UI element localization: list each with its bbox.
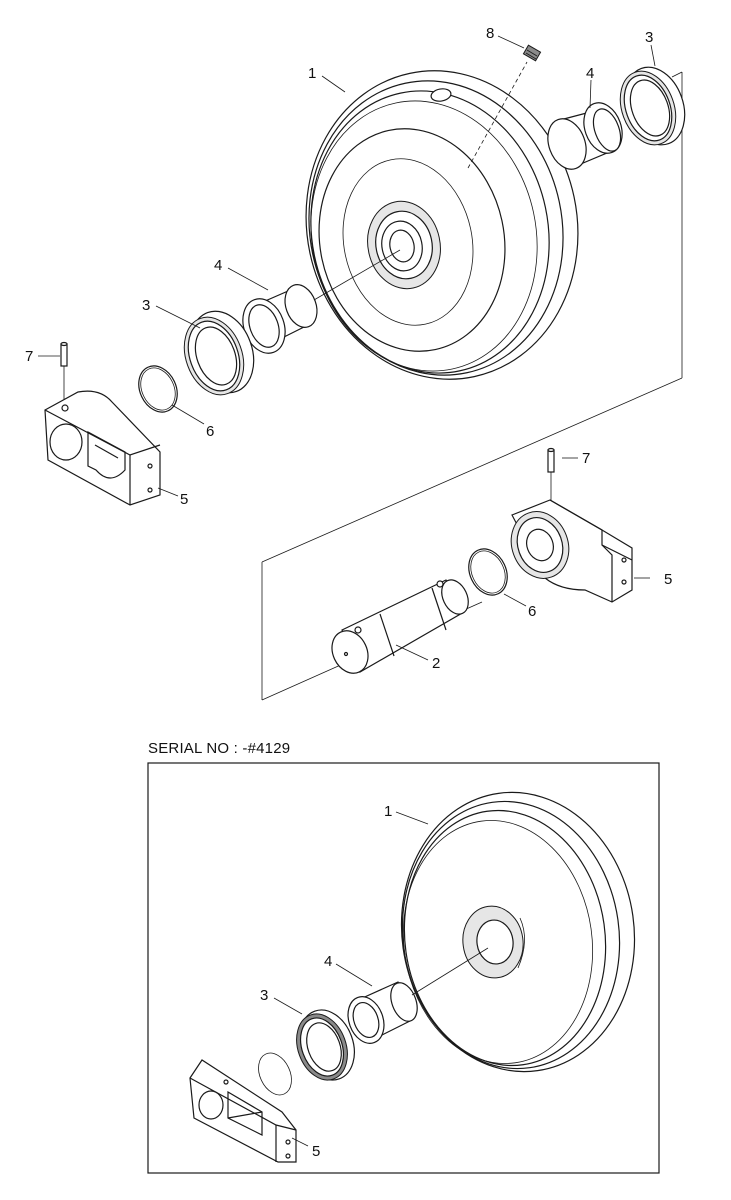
pin-right-part-7 [547, 447, 555, 473]
callout-6-right: 6 [528, 603, 536, 620]
bushing-right-part-4 [547, 102, 623, 170]
seal-left-part-3 [183, 310, 255, 396]
bottom-callout-5: 5 [312, 1143, 320, 1160]
serial-box-border [147, 762, 660, 1174]
callout-6-left: 6 [206, 423, 214, 440]
callout-2: 2 [432, 655, 440, 672]
bottom-callout-1: 1 [384, 803, 392, 820]
callout-7-right: 7 [582, 450, 590, 467]
plug-part-8 [522, 44, 542, 62]
bracket-left-part-5 [44, 390, 161, 506]
callout-8: 8 [486, 25, 494, 42]
seal-right-part-3 [619, 66, 686, 146]
bottom-bracket-part-5 [189, 1059, 297, 1163]
bottom-callout-3: 3 [260, 987, 268, 1004]
callout-5-left: 5 [180, 491, 188, 508]
bottom-bushing-part-4 [347, 981, 418, 1044]
callout-7-left: 7 [25, 348, 33, 365]
callout-4-right: 4 [586, 65, 594, 82]
bottom-seal-part-3 [296, 1009, 355, 1081]
idler-wheel-part-1 [305, 61, 579, 380]
serial-number-label: SERIAL NO : -#4129 [148, 740, 291, 757]
bracket-right-part-5 [510, 499, 633, 603]
bottom-callout-4: 4 [324, 953, 332, 970]
shaft-part-2 [331, 579, 469, 674]
callout-4-left: 4 [214, 257, 222, 274]
pin-left-part-7 [60, 341, 68, 367]
bottom-idler-wheel-part-1 [400, 791, 636, 1073]
callout-5-right: 5 [664, 571, 672, 588]
o-ring-left-part-6 [138, 365, 178, 413]
callout-3-right: 3 [645, 29, 653, 46]
o-ring-right-part-6 [468, 548, 508, 596]
bottom-o-ring [258, 1052, 292, 1096]
bushing-left-part-4 [242, 284, 318, 354]
bottom-leader-lines [273, 811, 429, 1147]
top-leader-lines [38, 35, 656, 661]
callout-3-left: 3 [142, 297, 150, 314]
bottom-assembly: 1 4 3 5 [147, 762, 660, 1174]
callout-1: 1 [308, 65, 316, 82]
top-assembly: 8 1 3 4 4 3 7 6 5 7 5 6 2 [25, 25, 686, 701]
